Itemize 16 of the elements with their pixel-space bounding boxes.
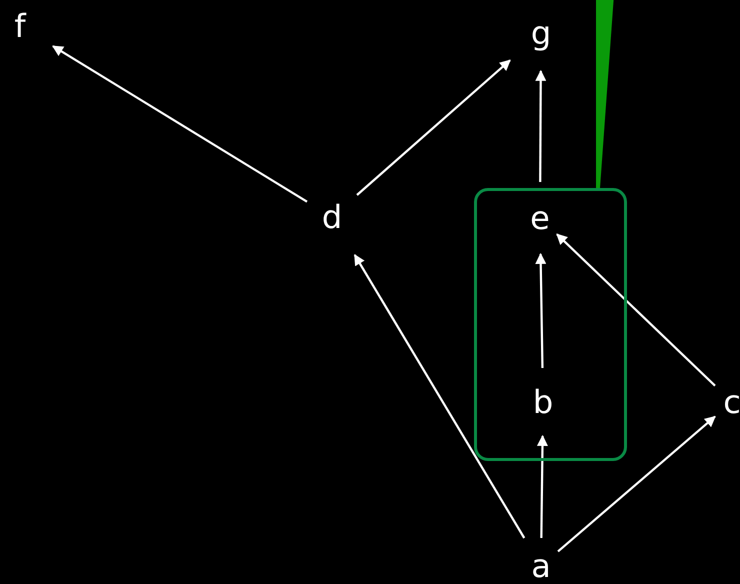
arrow [354,254,526,539]
node-label: a [530,548,552,584]
arrow [536,434,548,538]
arrow [52,45,308,203]
node-label: b [532,384,554,420]
arrow [556,234,716,386]
arrow [356,59,511,196]
arrow [535,70,546,182]
node-label: g [530,15,552,51]
group-box [474,188,627,461]
arrow [557,416,716,552]
node-label: d [321,199,343,235]
arrow [535,252,546,368]
node-label: f [9,8,31,44]
node-label: e [529,200,551,236]
node-label: c [721,384,740,420]
